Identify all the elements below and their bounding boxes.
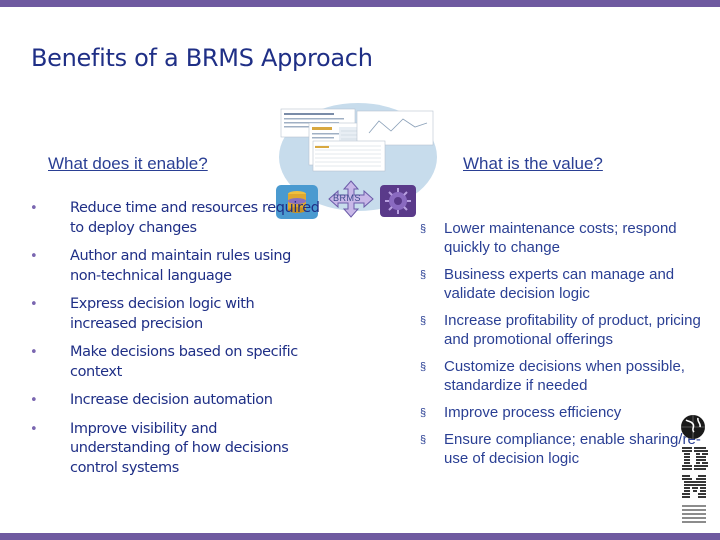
- list-item-text: Improve process efficiency: [444, 404, 622, 421]
- list-item-text: Lower maintenance costs; respond quickly…: [444, 220, 677, 256]
- list-item: § Lower maintenance costs; respond quickl…: [420, 219, 710, 257]
- list-item: § Improve process efficiency: [420, 403, 710, 422]
- bullet: •: [30, 421, 38, 437]
- bullet: •: [30, 201, 38, 216]
- bullet: §: [420, 269, 427, 281]
- list-item: • Express decision logic with increased p…: [30, 295, 320, 334]
- brms-label: BRMS: [333, 193, 362, 203]
- bullet: §: [420, 361, 427, 373]
- list-item-text: Business experts can manage and validate…: [444, 266, 675, 302]
- bullet: •: [30, 393, 38, 408]
- four-way-arrow-icon: [328, 180, 374, 218]
- list-item-text: Ensure compliance; enable sharing/re-use…: [444, 431, 701, 467]
- top-accent-bar: [0, 0, 720, 7]
- bullet: §: [420, 223, 427, 235]
- bullet: •: [30, 345, 38, 360]
- bullet: §: [420, 407, 427, 419]
- list-item: § Ensure compliance; enable sharing/re-us…: [420, 430, 710, 468]
- bullet: §: [420, 315, 427, 327]
- list-item: • Reduce time and resources required to d…: [30, 199, 320, 238]
- list-item-text: Increase profitability of product, prici…: [444, 312, 701, 348]
- bullet: •: [30, 249, 38, 264]
- slide-title: Benefits of a BRMS Approach: [31, 44, 373, 72]
- list-item: • Author and maintain rules using non-tec…: [30, 247, 320, 286]
- list-item-text: Author and maintain rules using non-tech…: [70, 248, 291, 284]
- bullet: §: [420, 434, 427, 446]
- left-heading: What does it enable?: [48, 154, 208, 173]
- enable-list: • Reduce time and resources required to d…: [30, 199, 320, 478]
- bullet: •: [30, 297, 38, 312]
- list-item-text: Reduce time and resources required to de…: [70, 200, 320, 236]
- list-item: • Make decisions based on specific contex…: [30, 343, 320, 382]
- company-logo: [681, 415, 708, 523]
- list-item-text: Customize decisions when possible, stand…: [444, 358, 685, 394]
- database-icon: [276, 185, 318, 219]
- value-list: § Lower maintenance costs; respond quickl…: [420, 219, 710, 468]
- list-item-text: Express decision logic with increased pr…: [70, 296, 255, 332]
- list-item-text: Make decisions based on specific context: [70, 344, 298, 380]
- list-item: • Improve visibility and understanding of…: [30, 420, 320, 479]
- list-item: § Customize decisions when possible, stan…: [420, 357, 710, 395]
- list-item: • Increase decision automation: [30, 391, 320, 411]
- list-item: § Business experts can manage and validat…: [420, 265, 710, 303]
- list-item-text: Improve visibility and understanding of …: [70, 420, 289, 476]
- list-item: § Increase profitability of product, pric…: [420, 311, 710, 349]
- list-item-text: Increase decision automation: [70, 392, 273, 408]
- gear-icon: [380, 185, 416, 217]
- bottom-accent-bar: [0, 533, 720, 540]
- right-heading: What is the value?: [463, 154, 603, 173]
- screenshots-image: [280, 108, 434, 172]
